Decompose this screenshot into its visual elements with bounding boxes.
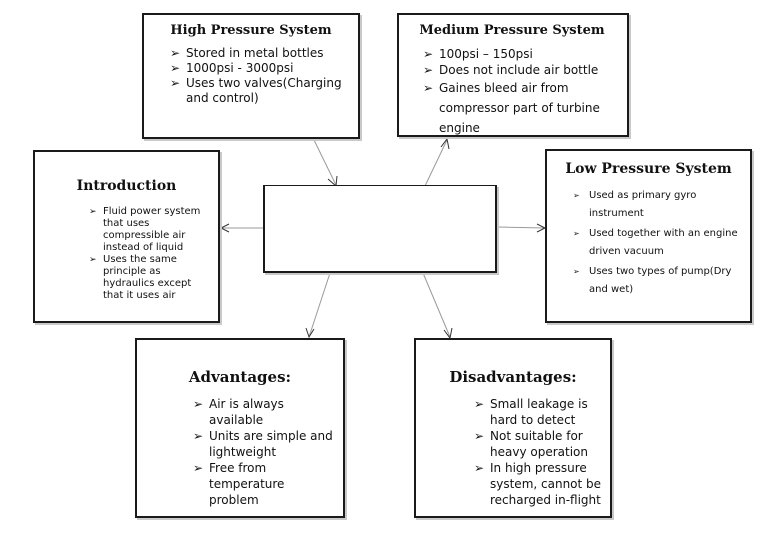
bullet-arrow-icon: ➢ xyxy=(170,46,181,60)
list-item: ➢Uses two types of pump(Dry and wet) xyxy=(573,263,742,299)
bullet-arrow-icon: ➢ xyxy=(423,81,434,95)
arrowhead-intro xyxy=(219,223,230,233)
disadvantages-title: Disadvantages: xyxy=(449,368,577,386)
list-item: ➢Fluid power system that uses compressib… xyxy=(89,206,201,253)
bullet-arrow-icon: ➢ xyxy=(423,47,434,61)
medium-pressure-list: ➢100psi – 150psi ➢Does not include air b… xyxy=(423,46,617,135)
high-pressure-title: High Pressure System xyxy=(170,23,332,38)
arrowhead-low xyxy=(536,223,547,233)
bullet-arrow-icon: ➢ xyxy=(170,61,181,75)
advantages-title: Advantages: xyxy=(188,368,292,386)
list-item: ➢Units are simple and lightweight xyxy=(193,429,333,459)
medium-pressure-box: Medium Pressure System ➢100psi – 150psi … xyxy=(397,13,629,137)
arrowhead-advantages xyxy=(305,327,315,339)
list-item: ➢Uses the same principle as hydraulics e… xyxy=(89,254,192,301)
connector-low xyxy=(496,226,546,229)
bullet-arrow-icon: ➢ xyxy=(573,191,580,200)
bullet-arrow-icon: ➢ xyxy=(89,255,97,265)
bullet-arrow-icon: ➢ xyxy=(193,397,204,411)
list-item: ➢Used together with an engine driven vac… xyxy=(573,225,742,261)
list-item: ➢Gaines bleed air from compressor part o… xyxy=(423,78,617,135)
list-item: ➢In high pressure system, cannot be rech… xyxy=(474,461,602,507)
introduction-box: Introduction ➢Fluid power system that us… xyxy=(33,150,220,323)
bullet-arrow-icon: ➢ xyxy=(89,207,97,217)
advantages-box: Advantages: ➢Air is always available ➢Un… xyxy=(135,338,345,518)
bullet-arrow-icon: ➢ xyxy=(170,76,181,90)
disadvantages-box: Disadvantages: ➢Small leakage is hard to… xyxy=(414,338,612,518)
bullet-arrow-icon: ➢ xyxy=(474,429,485,443)
bullet-arrow-icon: ➢ xyxy=(474,397,485,411)
advantages-list: ➢Air is always available ➢Units are simp… xyxy=(193,396,335,508)
bullet-arrow-icon: ➢ xyxy=(193,461,204,475)
list-item: ➢Air is always available xyxy=(193,397,284,427)
list-item: ➢Not suitable for heavy operation xyxy=(474,429,588,459)
disadvantages-list: ➢Small leakage is hard to detect ➢Not su… xyxy=(474,396,602,508)
connector-advantages xyxy=(308,272,331,338)
bullet-arrow-icon: ➢ xyxy=(474,461,485,475)
bullet-arrow-icon: ➢ xyxy=(193,429,204,443)
list-item: ➢Small leakage is hard to detect xyxy=(474,397,588,427)
bullet-arrow-icon: ➢ xyxy=(423,63,434,77)
bullet-arrow-icon: ➢ xyxy=(573,267,580,276)
list-item: ➢1000psi - 3000psi xyxy=(170,61,294,75)
arrowhead-medium xyxy=(440,137,450,150)
low-pressure-title: Low Pressure System xyxy=(565,161,732,177)
list-item: ➢100psi – 150psi xyxy=(423,47,533,61)
low-pressure-list: ➢Used as primary gyro instrument ➢Used t… xyxy=(573,187,742,299)
connector-disadvantages xyxy=(422,272,451,338)
introduction-list: ➢Fluid power system that uses compressib… xyxy=(89,206,208,302)
bullet-arrow-icon: ➢ xyxy=(573,229,580,238)
high-pressure-list: ➢Stored in metal bottles ➢1000psi - 3000… xyxy=(170,46,348,106)
introduction-title: Introduction xyxy=(76,178,177,194)
low-pressure-box: Low Pressure System ➢Used as primary gyr… xyxy=(545,149,752,323)
medium-pressure-title: Medium Pressure System xyxy=(419,23,605,38)
connector-medium xyxy=(424,139,448,187)
list-item: ➢Uses two valves(Charging and control) xyxy=(170,76,342,105)
list-item: ➢Free from temperature problem xyxy=(193,461,285,507)
center-box xyxy=(263,185,497,273)
connector-high xyxy=(313,139,337,186)
arrowhead-disadvantages xyxy=(443,327,453,340)
list-item: ➢Does not include air bottle xyxy=(423,63,599,77)
high-pressure-box: High Pressure System ➢Stored in metal bo… xyxy=(142,13,360,139)
list-item: ➢Stored in metal bottles xyxy=(170,46,324,60)
list-item: ➢Used as primary gyro instrument xyxy=(573,187,742,223)
